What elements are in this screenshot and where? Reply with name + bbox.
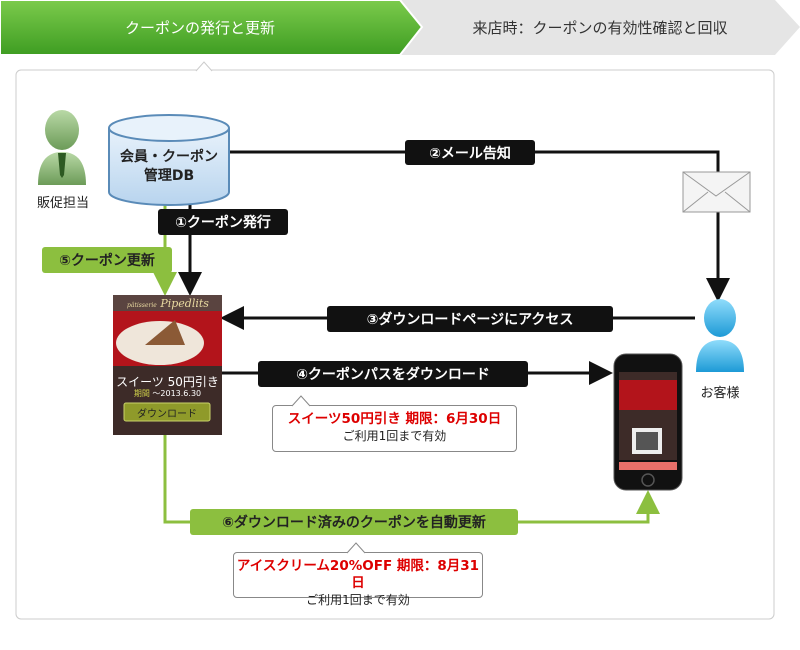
customer-person-icon	[696, 299, 744, 372]
database-label: 会員・クーポン 管理DB	[109, 148, 229, 186]
step-2-mail: ②メール告知	[405, 140, 535, 165]
callout-coupon-2: アイスクリーム20%OFF 期限：8月31日 ご利用1回まで有効	[233, 552, 483, 607]
envelope-icon	[682, 171, 751, 213]
callout-1-headline: スイーツ50円引き 期限：6月30日	[287, 411, 502, 427]
line-mail	[230, 150, 730, 302]
staff-person-icon	[38, 110, 86, 185]
step-5-update: ⑤クーポン更新	[42, 247, 172, 273]
tab-issue-update[interactable]: クーポンの発行と更新	[124, 19, 275, 37]
step-3-access: ③ダウンロードページにアクセス	[327, 306, 613, 332]
database-icon	[108, 114, 230, 206]
step-6-auto-update: ⑥ダウンロード済みのクーポンを自動更新	[190, 509, 518, 535]
customer-label: お客様	[700, 386, 740, 401]
coupon-card	[113, 295, 222, 435]
content-panel	[15, 69, 775, 620]
tab-shape-inactive	[400, 0, 800, 55]
callout-2-headline: アイスクリーム20%OFF 期限：8月31日	[236, 558, 480, 591]
callout-1-note: ご利用1回まで有効	[342, 429, 447, 443]
step-1-issue: ①クーポン発行	[158, 209, 288, 235]
database-label-line1: 会員・クーポン	[120, 149, 218, 165]
smartphone-icon	[613, 353, 683, 491]
tab-shape-active	[0, 0, 424, 56]
tab-visit-verify[interactable]: 来店時：クーポンの有効性確認と回収	[472, 19, 728, 37]
coupon-title: スイーツ 50円引き	[116, 375, 219, 389]
coupon-download-button[interactable]: ダウンロード	[137, 409, 197, 420]
callout-coupon-1: スイーツ50円引き 期限：6月30日 ご利用1回まで有効	[272, 405, 517, 452]
database-label-line2: 管理DB	[143, 168, 195, 184]
step-4-download: ④クーポンパスをダウンロード	[258, 361, 528, 387]
coupon-period: 期間 ～2013.6.30	[133, 389, 202, 398]
callout-2-note: ご利用1回まで有効	[306, 593, 410, 607]
staff-label: 販促担当	[36, 196, 89, 211]
coupon-brand: pâtisserie Pipedlits	[127, 297, 209, 310]
